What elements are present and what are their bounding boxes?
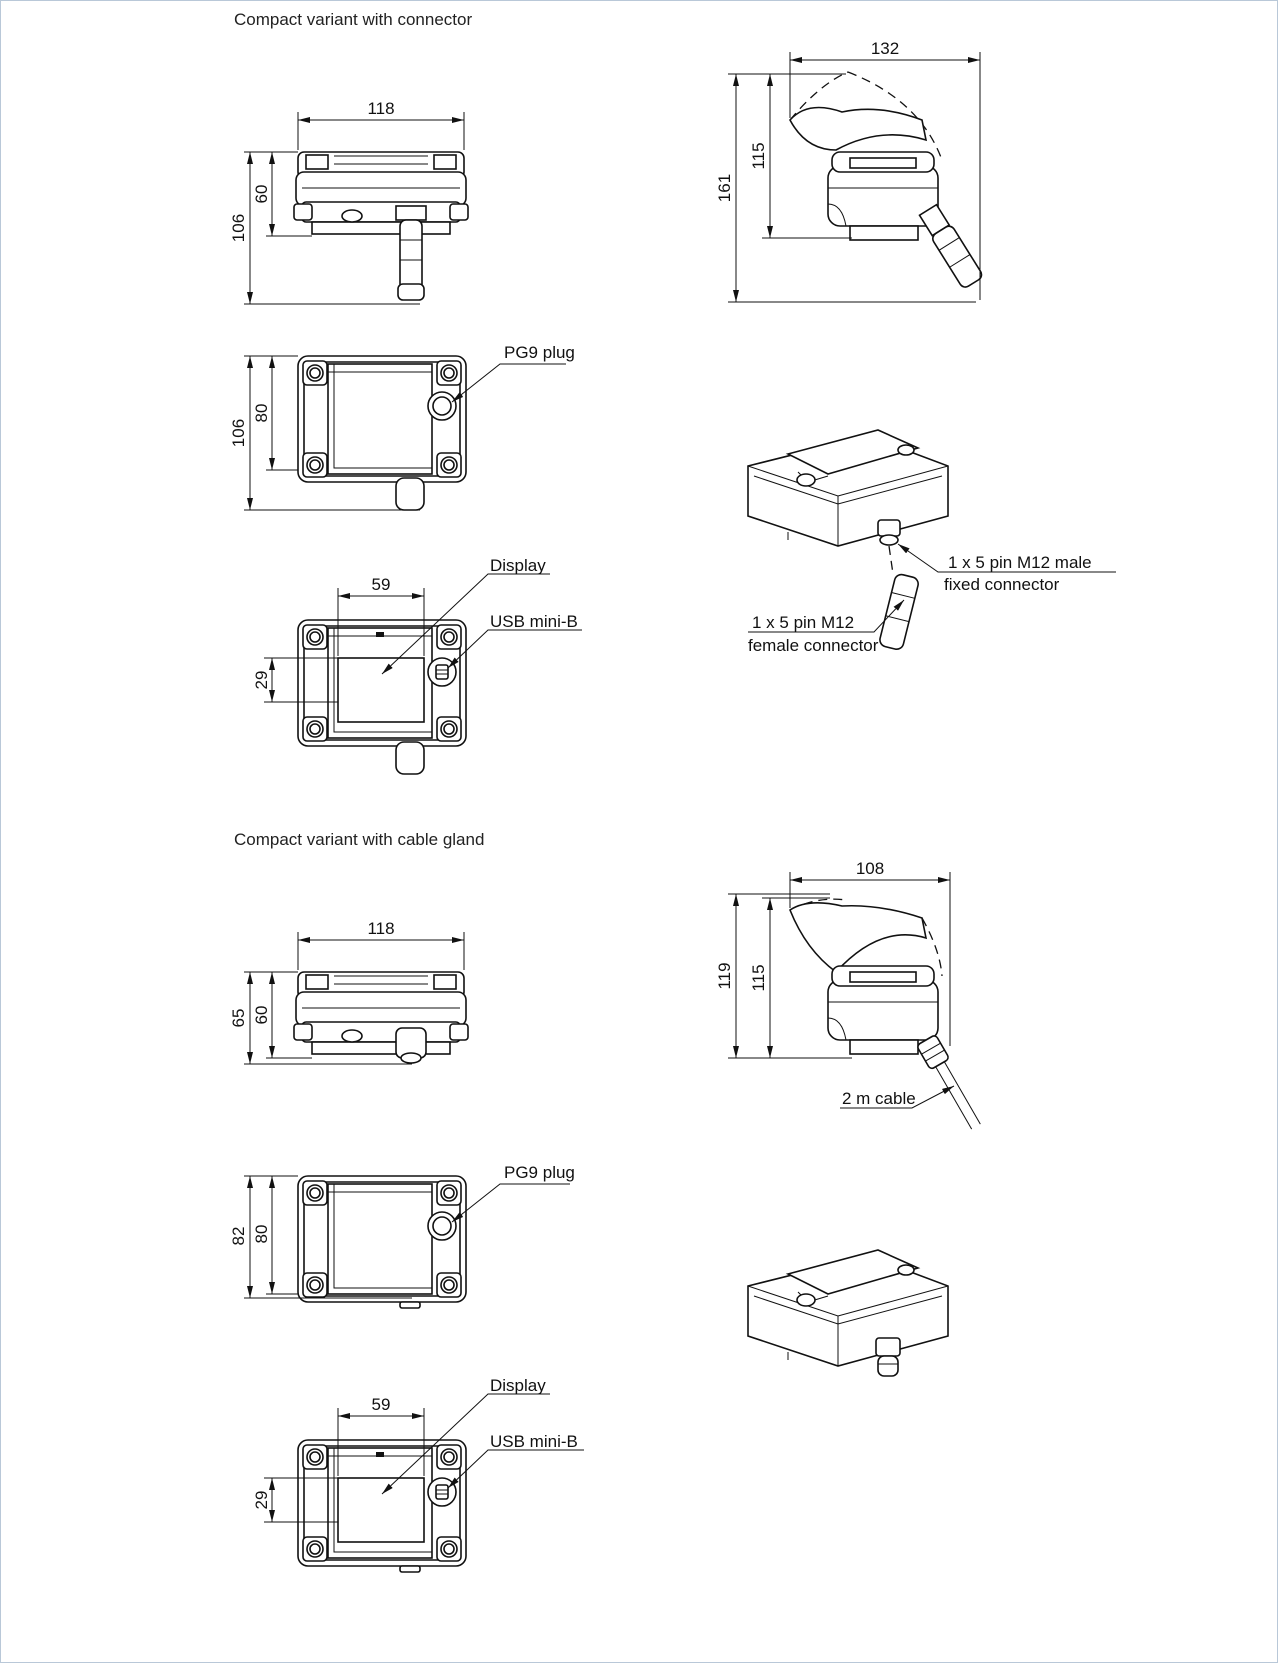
display-width-label-2: 59 [372, 1395, 391, 1414]
display-width-label: 59 [372, 575, 391, 594]
bottom-view-cable-gland-dimensions [264, 1393, 584, 1523]
male-connector-label-1: 1 x 5 pin M12 male [948, 553, 1092, 572]
front-height-total-label-2: 65 [229, 1009, 248, 1028]
top-view-connector [298, 356, 466, 511]
usb-label: USB mini-B [490, 612, 578, 631]
iso-view-cable-gland [747, 1249, 949, 1377]
front-width-label-2: 118 [367, 919, 394, 938]
front-view-connector-dimensions [244, 112, 465, 305]
pg9-plug-label: PG9 plug [504, 343, 575, 362]
side-width-label: 132 [871, 39, 899, 58]
display-label: Display [490, 556, 546, 575]
front-height-body-label-2: 60 [252, 1006, 271, 1025]
side-view-cable-gland-dimensions [728, 872, 955, 1109]
top-height-body-label: 80 [252, 404, 271, 423]
section-title-connector: Compact variant with connector [234, 10, 473, 29]
top-height-body-label-2: 80 [252, 1225, 271, 1244]
bottom-view-cable-gland [298, 1440, 466, 1573]
display-label-2: Display [490, 1376, 546, 1395]
side-height-body-label-2: 115 [749, 964, 768, 991]
side-width-label-2: 108 [856, 859, 884, 878]
front-view-cable-gland-dimensions [244, 932, 465, 1065]
side-height-total-label-2: 119 [715, 962, 734, 989]
front-height-total-label: 106 [229, 214, 248, 242]
usb-label-2: USB mini-B [490, 1432, 578, 1451]
top-height-total-label-2: 82 [229, 1227, 248, 1246]
side-height-body-label: 115 [749, 142, 768, 169]
side-height-total-label: 161 [715, 174, 734, 202]
bottom-view-connector-dimensions [264, 573, 582, 703]
front-view-connector [293, 151, 469, 301]
bottom-view-connector [298, 620, 466, 775]
display-height-label: 29 [252, 671, 271, 690]
front-width-label: 118 [367, 99, 394, 118]
top-height-total-label: 106 [229, 419, 248, 447]
male-connector-label-2: fixed connector [944, 575, 1060, 594]
side-view-connector [789, 71, 983, 288]
iso-view-connector-leaders [748, 543, 1116, 633]
pg9-plug-label-2: PG9 plug [504, 1163, 575, 1182]
front-view-cable-gland [293, 971, 469, 1064]
top-view-cable-gland-dimensions [244, 1175, 570, 1299]
section-title-cable-gland: Compact variant with cable gland [234, 830, 485, 849]
cable-label: 2 m cable [842, 1089, 916, 1108]
iso-view-connector [747, 429, 949, 651]
side-view-connector-dimensions [728, 52, 981, 303]
front-height-body-label: 60 [252, 185, 271, 204]
female-connector-label-2: female connector [748, 636, 879, 655]
display-height-label-2: 29 [252, 1491, 271, 1510]
top-view-connector-dimensions [244, 355, 566, 511]
top-view-cable-gland [298, 1176, 466, 1309]
female-connector-label-1: 1 x 5 pin M12 [752, 613, 854, 632]
side-view-cable-gland [789, 898, 981, 1130]
